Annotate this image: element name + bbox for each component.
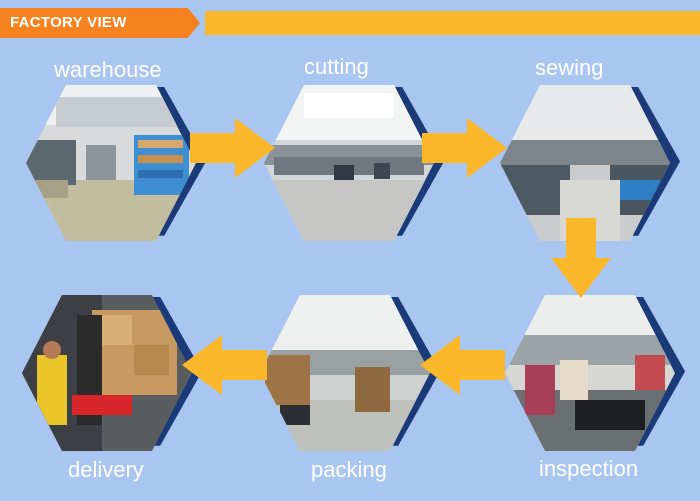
cutting-photo [264, 85, 444, 245]
step-label-warehouse: warehouse [54, 57, 162, 82]
arrow-right-icon [190, 118, 275, 178]
packing-photo [260, 295, 440, 455]
step-label-delivery: delivery [68, 457, 144, 482]
step-label-cutting: cutting [304, 54, 369, 79]
header-stripe [205, 11, 700, 35]
warehouse-photo [26, 85, 206, 245]
arrow-right-icon [422, 118, 507, 178]
inspection-photo [505, 295, 685, 455]
step-label-sewing: sewing [535, 55, 604, 80]
header-banner [0, 8, 200, 38]
sewing-photo [500, 85, 680, 245]
arrow-down-icon [551, 218, 611, 298]
delivery-photo [22, 295, 202, 455]
step-label-inspection: inspection [539, 456, 639, 481]
arrow-left-icon [420, 335, 505, 395]
arrow-left-icon [182, 335, 267, 395]
page-title: FACTORY VIEW [10, 14, 127, 31]
step-label-packing: packing [311, 457, 387, 482]
